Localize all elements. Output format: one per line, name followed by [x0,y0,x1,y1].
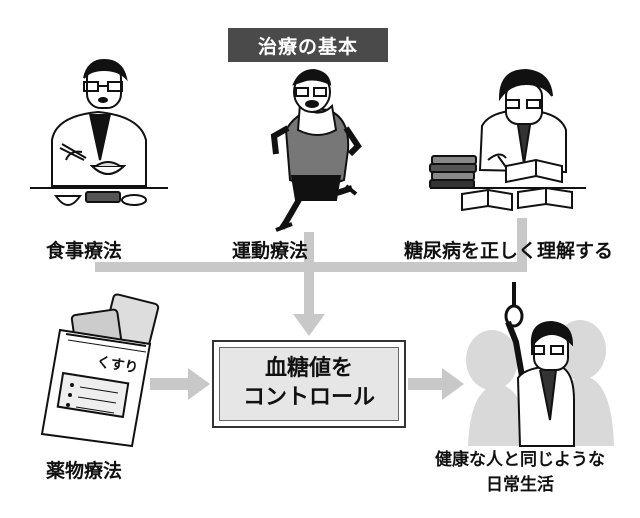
connector-lines [95,218,527,336]
center-text-line1: 血糖値を [264,356,353,382]
goal-text-line1: 健康な人と同じような [435,450,605,470]
strap-and-man [504,282,575,447]
understand-diabetes-label: 糖尿病を正しく理解する [404,240,614,262]
diagram-title: 治療の基本 [228,28,388,62]
goal-text-line2: 日常生活 [486,474,554,495]
crowd-silhouette-left [466,330,518,390]
medication-therapy-label: 薬物療法 [46,460,123,482]
arrow-medication-to-center [150,368,210,400]
studying-man-illustration [429,68,586,212]
arrow-center-to-goal [408,368,464,400]
exercise-therapy-label: 運動療法 [232,240,309,262]
goal-text: 健康な人と同じような 日常生活 [410,448,630,497]
center-text-line2: コントロール [242,385,375,410]
medicine-bag-illustration [40,293,160,448]
arrow-down-to-center [293,314,325,336]
diet-therapy-label: 食事療法 [46,240,123,262]
exercise-running-man-illustration [270,68,362,232]
diet-eating-man-illustration [30,58,168,206]
blood-sugar-control-box: 血糖値を コントロール [212,340,406,428]
medicine-bag-label: くすり [95,354,139,376]
blood-sugar-control-inner: 血糖値を コントロール [219,347,399,421]
